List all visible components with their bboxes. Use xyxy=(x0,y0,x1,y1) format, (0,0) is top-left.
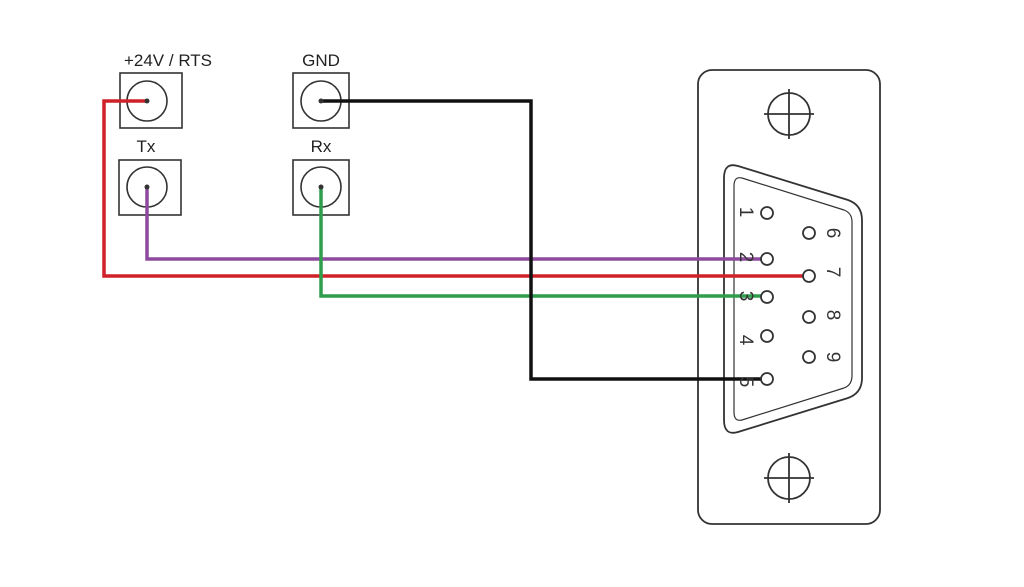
pin-hole-6 xyxy=(802,226,816,240)
dsub-shell-outer xyxy=(723,164,863,434)
pin-hole-3 xyxy=(760,290,774,304)
terminal-centers xyxy=(144,98,324,190)
terminal-label-power-rts: +24V / RTS xyxy=(124,51,212,70)
wire-gnd-to-pin-5 xyxy=(321,99,766,381)
mounting-screw-bottom xyxy=(764,453,814,503)
pin-number-8: 8 xyxy=(822,310,843,321)
mounting-screw-top xyxy=(764,89,814,139)
pin-holes xyxy=(760,206,816,386)
pin-number-7: 7 xyxy=(822,267,843,278)
pin-hole-5 xyxy=(760,372,774,386)
terminal-label-gnd: GND xyxy=(302,51,340,70)
wire-power-rts-to-pin-7 xyxy=(102,99,808,278)
pin-number-6: 6 xyxy=(822,228,843,239)
terminal-label-rx: Rx xyxy=(311,137,332,156)
pin-hole-9 xyxy=(802,350,816,364)
pin-number-2: 2 xyxy=(735,252,756,263)
wire-rx-to-pin-3 xyxy=(319,187,766,298)
pin-number-1: 1 xyxy=(735,207,756,218)
pin-hole-1 xyxy=(760,206,774,220)
pin-hole-7 xyxy=(802,269,816,283)
pin-number-9: 9 xyxy=(822,352,843,363)
dsub-shell-inner xyxy=(733,177,853,421)
pin-number-4: 4 xyxy=(735,335,756,346)
pin-hole-8 xyxy=(802,310,816,324)
terminal-label-tx: Tx xyxy=(137,137,156,156)
pin-hole-2 xyxy=(760,252,774,266)
pin-hole-4 xyxy=(760,329,774,343)
pin-number-3: 3 xyxy=(735,291,756,302)
pin-numbers: 1 2 3 4 5 6 7 8 9 xyxy=(735,207,843,388)
db9-connector xyxy=(697,69,881,525)
pin-number-5: 5 xyxy=(735,377,756,388)
terminal-tx xyxy=(118,159,182,216)
wires xyxy=(102,99,808,381)
wire-tx-to-pin-2 xyxy=(145,187,766,261)
